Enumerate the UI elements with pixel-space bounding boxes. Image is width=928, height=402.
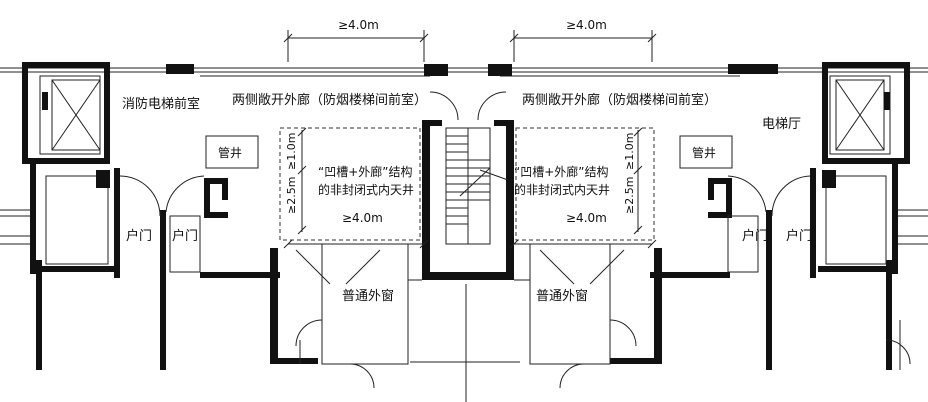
top-walls	[166, 64, 778, 76]
courtyard-left-line2: 的非封闭式内天井	[318, 182, 414, 197]
dim-left-lower: ≥2.5m	[285, 177, 298, 214]
dim-right-upper: ≥1.0m	[623, 133, 636, 170]
courtyard-right-line2: 的非封闭式内天井	[514, 182, 610, 197]
elevator-hall-label: 电梯厅	[762, 117, 801, 132]
corridor-left-label: 两侧敞开外廊（防烟楼梯间前室）	[232, 92, 427, 108]
lower-rooms	[295, 243, 911, 402]
stair-core	[422, 91, 514, 280]
dim-left-upper: ≥1.0m	[285, 133, 298, 170]
top-dimension-right: ≥4.0m	[509, 18, 657, 62]
top-dimension-left: ≥4.0m	[283, 18, 429, 62]
door-label-4: 户门	[786, 228, 812, 244]
top-dim-right-label: ≥4.0m	[566, 18, 607, 32]
mid-dim-left-label: ≥4.0m	[342, 211, 383, 225]
corridor-right-label: 两侧敞开外廊（防烟楼梯间前室）	[522, 92, 717, 108]
courtyard-right-line1: “凹槽+外廊”结构	[514, 164, 609, 179]
left-shaft	[204, 135, 259, 218]
corridor-edge	[0, 67, 928, 77]
door-label-3: 户门	[742, 228, 768, 244]
door-label-1: 户门	[126, 228, 152, 244]
courtyard-left-line1: “凹槽+外廊”结构	[318, 164, 413, 179]
shaft-left-label: 管井	[218, 145, 242, 160]
window-right-label: 普通外窗	[536, 288, 588, 304]
dim-right-lower: ≥2.5m	[623, 177, 636, 214]
right-apartment-walls	[610, 164, 928, 370]
left-elevator	[22, 62, 110, 164]
right-shaft	[679, 135, 733, 218]
left-courtyard	[279, 127, 429, 285]
right-elevator	[822, 62, 910, 164]
mid-dim-right-label: ≥4.0m	[566, 211, 607, 225]
shaft-right-label: 管井	[692, 145, 716, 160]
top-dim-left-label: ≥4.0m	[338, 18, 379, 32]
door-label-2: 户门	[172, 228, 198, 244]
fire-elevator-lobby-label: 消防电梯前室	[122, 96, 200, 112]
left-apartment-walls	[0, 164, 318, 370]
window-left-label: 普通外窗	[342, 288, 394, 304]
